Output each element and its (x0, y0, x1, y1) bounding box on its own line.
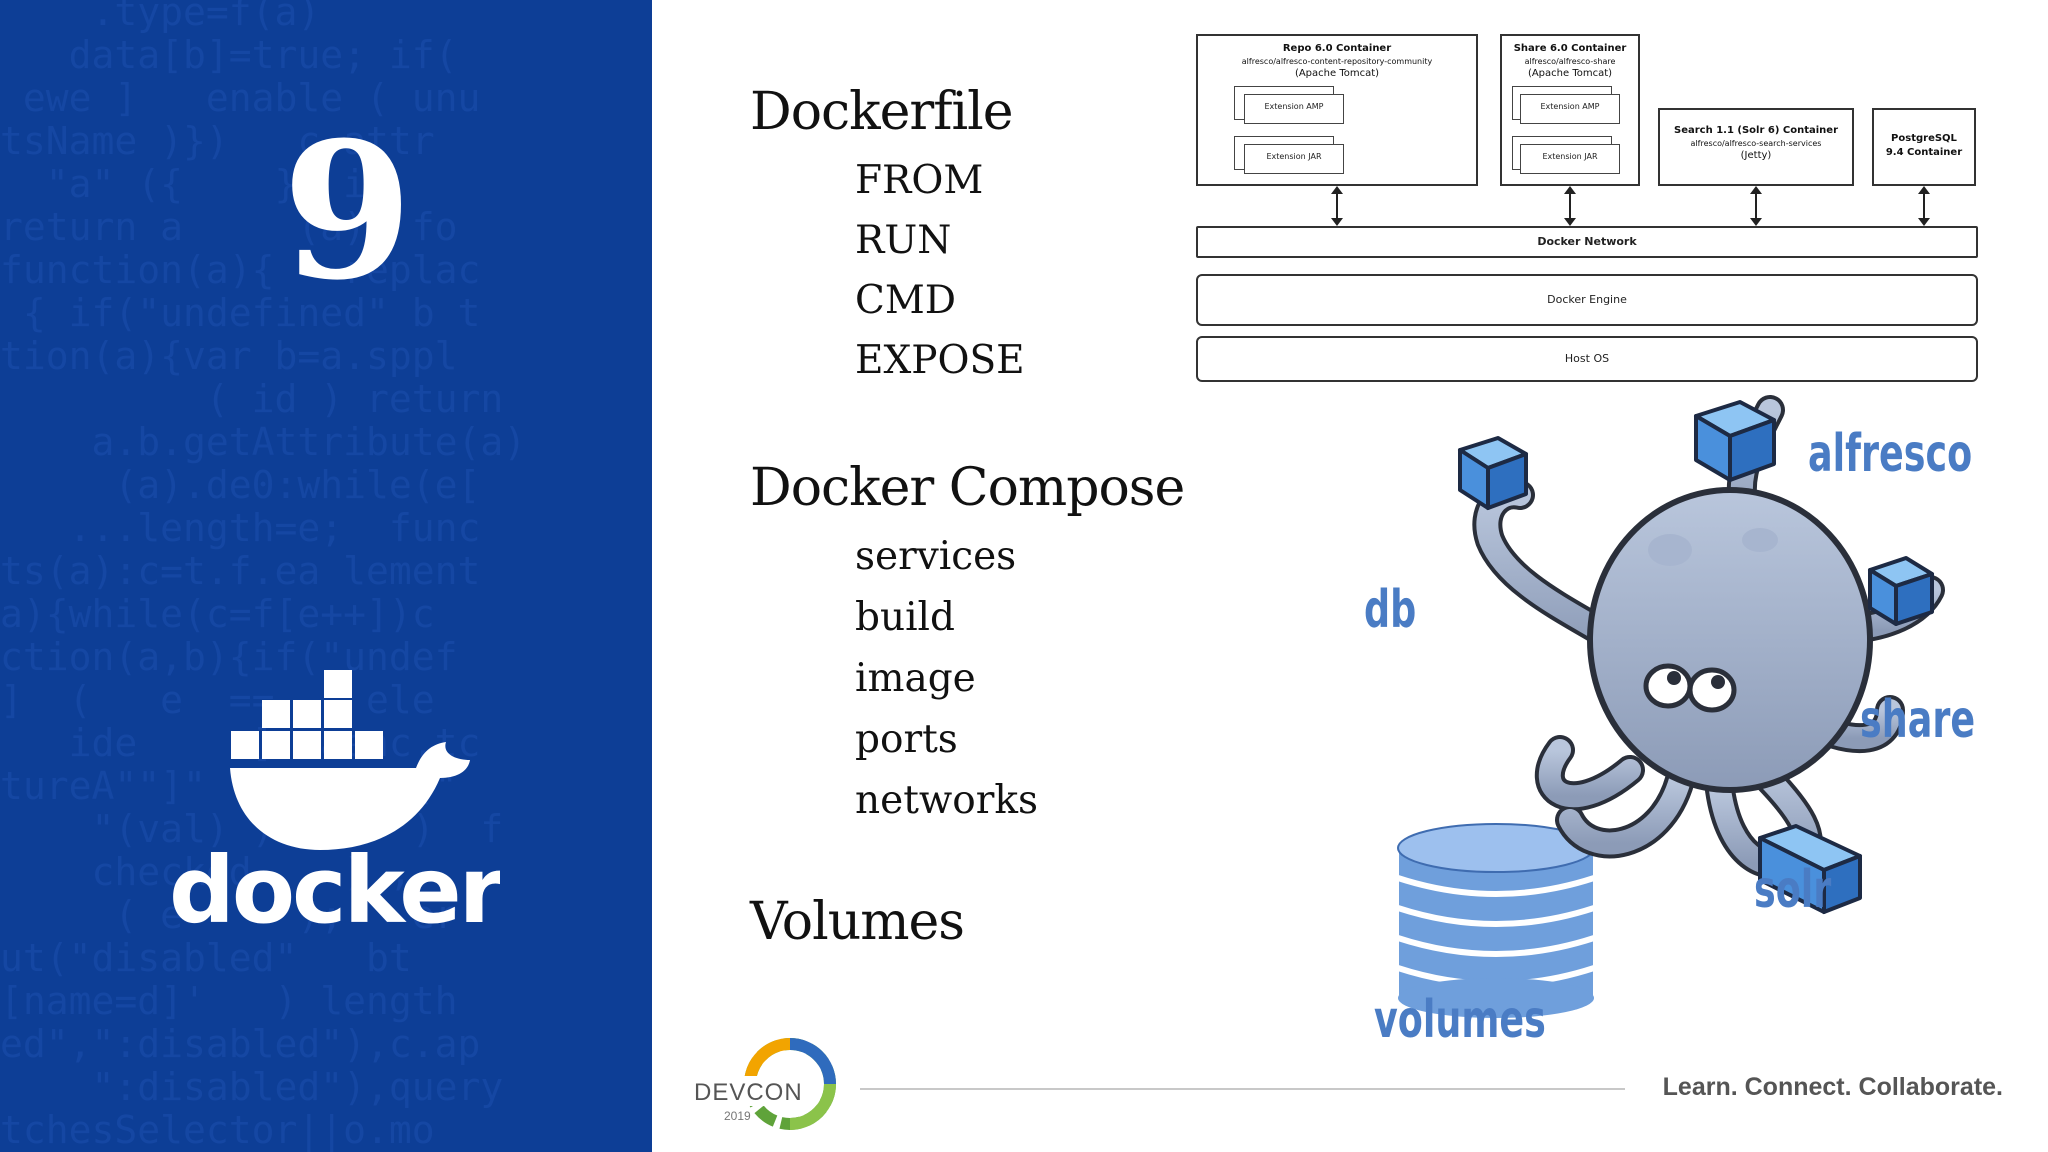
solr-container-icon (1758, 824, 1862, 914)
db-container-icon (1458, 436, 1528, 510)
code-background-line: return a (a) fo (0, 205, 458, 249)
heading-volumes: Volumes (750, 892, 965, 952)
compose-item: networks (855, 778, 1039, 823)
architecture-diagram: Repo 6.0 Container alfresco/alfresco-con… (1196, 30, 1978, 382)
dockerfile-item: FROM (855, 158, 984, 203)
docker-network-bar: Docker Network (1196, 226, 1978, 258)
compose-item: ports (855, 717, 958, 762)
code-background-line: tchesSelector||o.mo (0, 1108, 435, 1152)
heading-dockerfile: Dockerfile (750, 82, 1014, 142)
search-container: Search 1.1 (Solr 6) Container alfresco/a… (1658, 108, 1854, 186)
devcon-logo-year: 2019 (724, 1109, 751, 1123)
slide-number: 9 (282, 101, 413, 322)
postgres-container-subtitle: 9.4 Container (1885, 147, 1963, 158)
postgres-network-arrow (1918, 186, 1930, 226)
code-background-line: ed",":disabled"),c.ap (0, 1022, 481, 1066)
code-background-line: data[b]=true; if( (0, 33, 458, 77)
code-background-line: ction(a,b){if("undef (0, 635, 458, 679)
share-container-icon (1868, 556, 1934, 626)
repo-ext-jar: Extension JAR (1244, 144, 1344, 174)
code-background-line: checked ) , (0, 850, 458, 894)
compose-item: services (855, 534, 1017, 579)
dockerfile-item: EXPOSE (855, 338, 1025, 383)
docker-wordmark: docker (170, 837, 500, 940)
code-background-line: (a).de0:while(e[ (0, 463, 481, 507)
repo-ext-amp: Extension AMP (1244, 94, 1344, 124)
volumes-stack-icon (1397, 823, 1595, 1018)
docker-compose-illustration: alfresco db share solr volumes (1330, 390, 2020, 1070)
code-background-line: [name=d]' ) length (0, 979, 458, 1023)
devcon-logo-text: DEVCON (694, 1079, 803, 1106)
host-os-bar: Host OS (1196, 336, 1978, 382)
octopus-eyes (1643, 663, 1737, 713)
share-ext-amp: Extension AMP (1520, 94, 1620, 124)
docker-engine-bar: Docker Engine (1196, 274, 1978, 326)
share-network-arrow (1564, 186, 1576, 226)
label-share: share (1860, 690, 1976, 750)
code-background-line: a){while(c=f[e++])c (0, 592, 435, 636)
label-db: db (1364, 580, 1417, 640)
code-background-line: ] ( e == ele (0, 678, 435, 722)
devcon-logo: DEVCON 2019 (692, 1038, 836, 1130)
repo-container-server: (Apache Tomcat) (1294, 68, 1380, 79)
footer-divider (860, 1088, 1625, 1090)
search-container-image: alfresco/alfresco-search-services (1690, 139, 1822, 148)
footer-tagline: Learn. Connect. Collaborate. (1662, 1073, 2003, 1101)
repo-network-arrow (1331, 186, 1343, 226)
dockerfile-item: RUN (855, 218, 952, 263)
share-container-title: Share 6.0 Container (1513, 43, 1627, 54)
docker-logo: docker (170, 670, 500, 940)
code-background-line: ut("disabled" bt (0, 936, 412, 980)
label-alfresco: alfresco (1808, 424, 1973, 484)
postgres-container: PostgreSQL 9.4 Container (1872, 108, 1976, 186)
heading-docker-compose: Docker Compose (750, 458, 1185, 518)
alfresco-container-icon (1694, 400, 1776, 482)
search-container-server: (Jetty) (1740, 150, 1772, 161)
code-background-line: { if("undefined" b t (0, 291, 481, 335)
code-background-line: ( id ) return (0, 377, 504, 421)
code-background-line: ":disabled"),query (0, 1065, 504, 1109)
postgres-container-title: PostgreSQL (1891, 133, 1957, 144)
code-background-line: a.b.getAttribute(a) (0, 420, 527, 464)
code-background-line: ewe ] enable ( unu (0, 76, 481, 120)
code-background-line: "a" ({ }) in (0, 162, 412, 206)
repo-container-title: Repo 6.0 Container (1282, 43, 1392, 54)
code-background-line: tion(a){var b=a.sppl (0, 334, 458, 378)
docker-whale-icon (230, 670, 470, 850)
code-background-line: ts(a):c=t.f.ea lement (0, 549, 481, 593)
share-ext-jar: Extension JAR (1520, 144, 1620, 174)
compose-item: build (855, 595, 955, 640)
code-background-line: "(val) ) " ) f (0, 807, 504, 851)
share-container-image: alfresco/alfresco-share (1524, 57, 1616, 66)
code-background-line: .type=f(a) (0, 0, 412, 34)
repo-container: Repo 6.0 Container alfresco/alfresco-con… (1196, 34, 1478, 186)
octopus-head (1587, 487, 1873, 793)
code-background-line: function(a){ replac (0, 248, 481, 292)
label-volumes: volumes (1374, 990, 1546, 1050)
code-background-line: tsName )}) c.attr (0, 119, 435, 163)
left-panel: .type=f(a) data[b]=true; if( ewe ] enabl… (0, 0, 652, 1152)
octopus-illustration (1397, 395, 1945, 1018)
dockerfile-item: CMD (855, 278, 957, 323)
label-solr: solr (1754, 860, 1832, 920)
repo-container-image: alfresco/alfresco-content-repository-com… (1241, 57, 1433, 66)
code-background-line: ...length=e; func (0, 506, 481, 550)
compose-item: image (855, 656, 976, 701)
share-container: Share 6.0 Container alfresco/alfresco-sh… (1500, 34, 1640, 186)
search-network-arrow (1750, 186, 1762, 226)
share-container-server: (Apache Tomcat) (1527, 68, 1613, 79)
code-background: .type=f(a) data[b]=true; if( ewe ] enabl… (0, 0, 652, 1152)
search-container-title: Search 1.1 (Solr 6) Container (1674, 125, 1838, 136)
code-background-line: ( e ); er (0, 893, 458, 937)
